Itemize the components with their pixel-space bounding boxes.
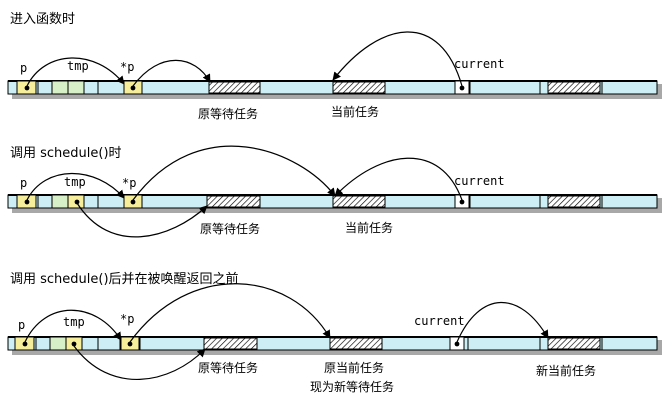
panel-2-task-current-block (332, 195, 386, 208)
panel-3-task-new-current-block (547, 337, 601, 350)
panel-2-pointer-current (459, 199, 465, 205)
panel-2-arrow-current (334, 157, 463, 201)
panel-2-task-waiting: 原等待任务 (200, 222, 261, 236)
panel-3-task-waiting: 原等待任务 (198, 361, 259, 375)
panel-3-label-star-p: *p (120, 312, 135, 326)
panel-2-arrow-p (26, 172, 125, 201)
panel-2-heading: 调用 schedule()时 (10, 146, 122, 161)
panel-2-pointer-star-p (130, 199, 136, 205)
panel-1-label-star-p: *p (120, 60, 135, 74)
panel-3-arrow-p (24, 309, 122, 343)
panel-2-pointer-tmp (74, 199, 80, 205)
panel-1-arrow-star-p (132, 59, 211, 87)
panel-1-strip-shadow (12, 94, 662, 99)
panel-2-arrow-star-p (132, 145, 336, 201)
panel-1-label-current: current (454, 57, 505, 71)
panel-2-strip-shadow (12, 208, 662, 213)
panel-2-pointer-p (24, 199, 30, 205)
panel-3-cell-tmp-a (49, 336, 67, 351)
panel-1-task-waiting-block (208, 81, 261, 94)
panel-2-label-star-p: *p (122, 176, 137, 190)
panel-1-pointer-current (459, 85, 465, 91)
panel-1-cell-tmp-a (51, 80, 69, 95)
panel-1-heading: 进入函数时 (10, 12, 76, 27)
panel-3-task-old-current: 原当前任务 (324, 361, 385, 375)
panel-3-arrow-star-p (129, 283, 331, 343)
panel-3-label-current: current (414, 314, 465, 328)
panel-1-strip-shadow-right (657, 84, 662, 96)
panel-1-pointer-p (24, 85, 30, 91)
panel-3-heading: 调用 schedule()后并在被唤醒返回之前 (10, 272, 239, 287)
panel-1-label-p: p (20, 61, 28, 75)
panel-2-cell-tmp-a (51, 194, 69, 209)
panel-1-arrow-p (26, 57, 125, 87)
panel-1-task-waiting: 原等待任务 (198, 107, 259, 121)
panel-1-task-current-block (332, 81, 386, 94)
panel-1-cell-tmp-b (67, 80, 85, 95)
panel-3-label-tmp: tmp (63, 315, 85, 329)
panel-1-pointer-star-p (130, 85, 136, 91)
panel-1-task-current: 当前任务 (331, 105, 380, 119)
panel-2-task-current: 当前任务 (345, 221, 394, 235)
panel-2-label-current: current (454, 174, 505, 188)
panel-3-arrow-tmp (73, 345, 206, 380)
panel-3-task-waiting-block (203, 337, 258, 350)
panel-3-task-old-current-block (329, 337, 383, 350)
panel-2-task-other-block (547, 195, 601, 208)
panel-3-pointer-current (454, 341, 460, 347)
panel-2-arrow-tmp (76, 202, 208, 238)
panel-3-pointer-tmp (71, 341, 77, 347)
panel-2-label-tmp: tmp (64, 175, 86, 189)
panel-3-strip-shadow-right (657, 340, 662, 352)
panel-3-arrow-current (456, 302, 549, 343)
panel-3-strip-shadow (12, 350, 662, 355)
panel-3-label-p: p (18, 318, 26, 332)
panel-2-strip-shadow-right (657, 198, 662, 210)
panel-3-pointer-star-p (127, 341, 133, 347)
panel-2-task-waiting-block (206, 195, 261, 208)
panel-1-arrow-current (332, 31, 463, 87)
panel-1-label-tmp: tmp (67, 59, 89, 73)
panel-3-task-new-waiting: 现为新等待任务 (310, 380, 395, 394)
panel-3-task-new-current: 新当前任务 (536, 364, 597, 378)
panel-2-label-p: p (20, 176, 28, 190)
panel-3-pointer-p (22, 341, 28, 347)
panel-1-task-other-block (547, 81, 601, 94)
